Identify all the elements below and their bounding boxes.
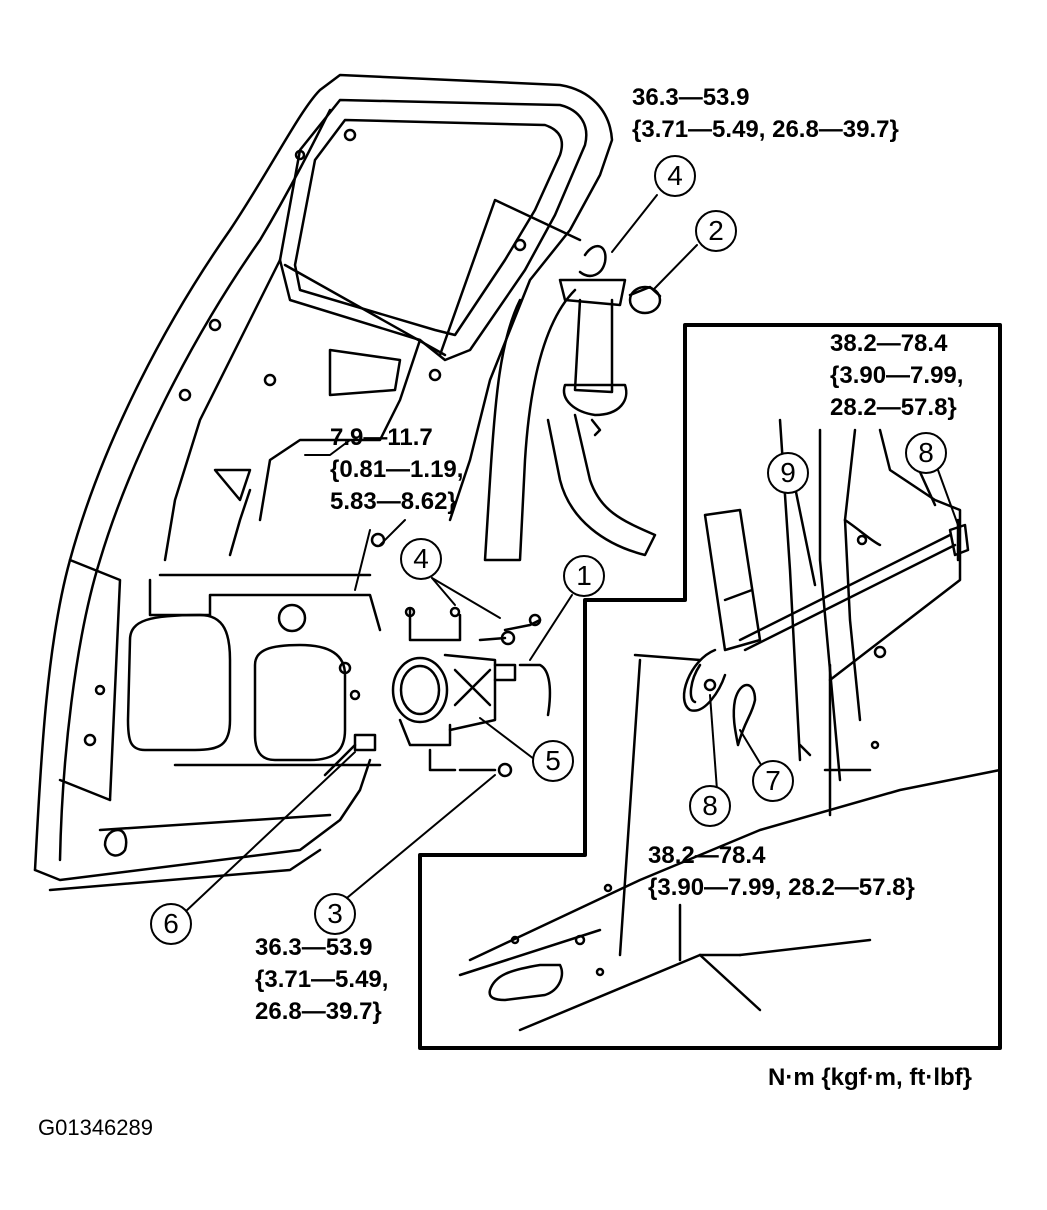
callout-5: 5 (532, 740, 574, 782)
torque-label-top: 36.3—53.9 {3.71—5.49, 26.8—39.7} (632, 82, 899, 146)
callout-3: 3 (314, 893, 356, 935)
callout-4-mid: 4 (400, 538, 442, 580)
callout-7: 7 (752, 760, 794, 802)
callout-4-top: 4 (654, 155, 696, 197)
torque-label-middle: 7.9—11.7 {0.81—1.19, 5.83—8.62} (330, 422, 463, 518)
torque-bottom-left-line1: 36.3—53.9 (255, 934, 373, 961)
seat-belt (483, 244, 657, 562)
inset-illustration (458, 418, 1002, 1032)
bolts (404, 606, 542, 778)
torque-top-line1: 36.3—53.9 (632, 84, 750, 111)
callout-8-bottom: 8 (689, 785, 731, 827)
leader-lines (184, 194, 698, 913)
units-label: N·m {kgf·m, ft·lbf} (768, 1064, 972, 1091)
torque-inset-bottom-line2: {3.90—7.99, 28.2—57.8} (648, 874, 915, 901)
torque-middle-line1: 7.9—11.7 (330, 424, 433, 451)
torque-inset-bottom-line1: 38.2—78.4 (648, 842, 766, 869)
retractor (323, 608, 552, 777)
cap (628, 285, 662, 315)
torque-middle-line3: 5.83—8.62} (330, 488, 457, 515)
torque-bottom-left-line3: 26.8—39.7} (255, 998, 382, 1025)
inset-box (418, 323, 1002, 1050)
torque-label-inset-top: 38.2—78.4 {3.90—7.99, 28.2—57.8} (830, 328, 963, 424)
torque-top-line2: {3.71—5.49, 26.8—39.7} (632, 116, 899, 143)
door-panel (33, 73, 614, 892)
callout-6: 6 (150, 903, 192, 945)
callout-1: 1 (563, 555, 605, 597)
torque-inset-top-line3: 28.2—57.8} (830, 394, 957, 421)
figure-id: G01346289 (38, 1115, 153, 1140)
torque-inset-top-line2: {3.90—7.99, (830, 362, 964, 389)
torque-label-inset-bottom: 38.2—78.4 {3.90—7.99, 28.2—57.8} (648, 840, 915, 904)
callout-8-top: 8 (905, 432, 947, 474)
callout-9: 9 (767, 452, 809, 494)
torque-bottom-left-line2: {3.71—5.49, (255, 966, 389, 993)
torque-middle-line2: {0.81—1.19, (330, 456, 464, 483)
torque-inset-top-line1: 38.2—78.4 (830, 330, 948, 357)
torque-label-bottom-left: 36.3—53.9 {3.71—5.49, 26.8—39.7} (255, 932, 388, 1028)
callout-2: 2 (695, 210, 737, 252)
